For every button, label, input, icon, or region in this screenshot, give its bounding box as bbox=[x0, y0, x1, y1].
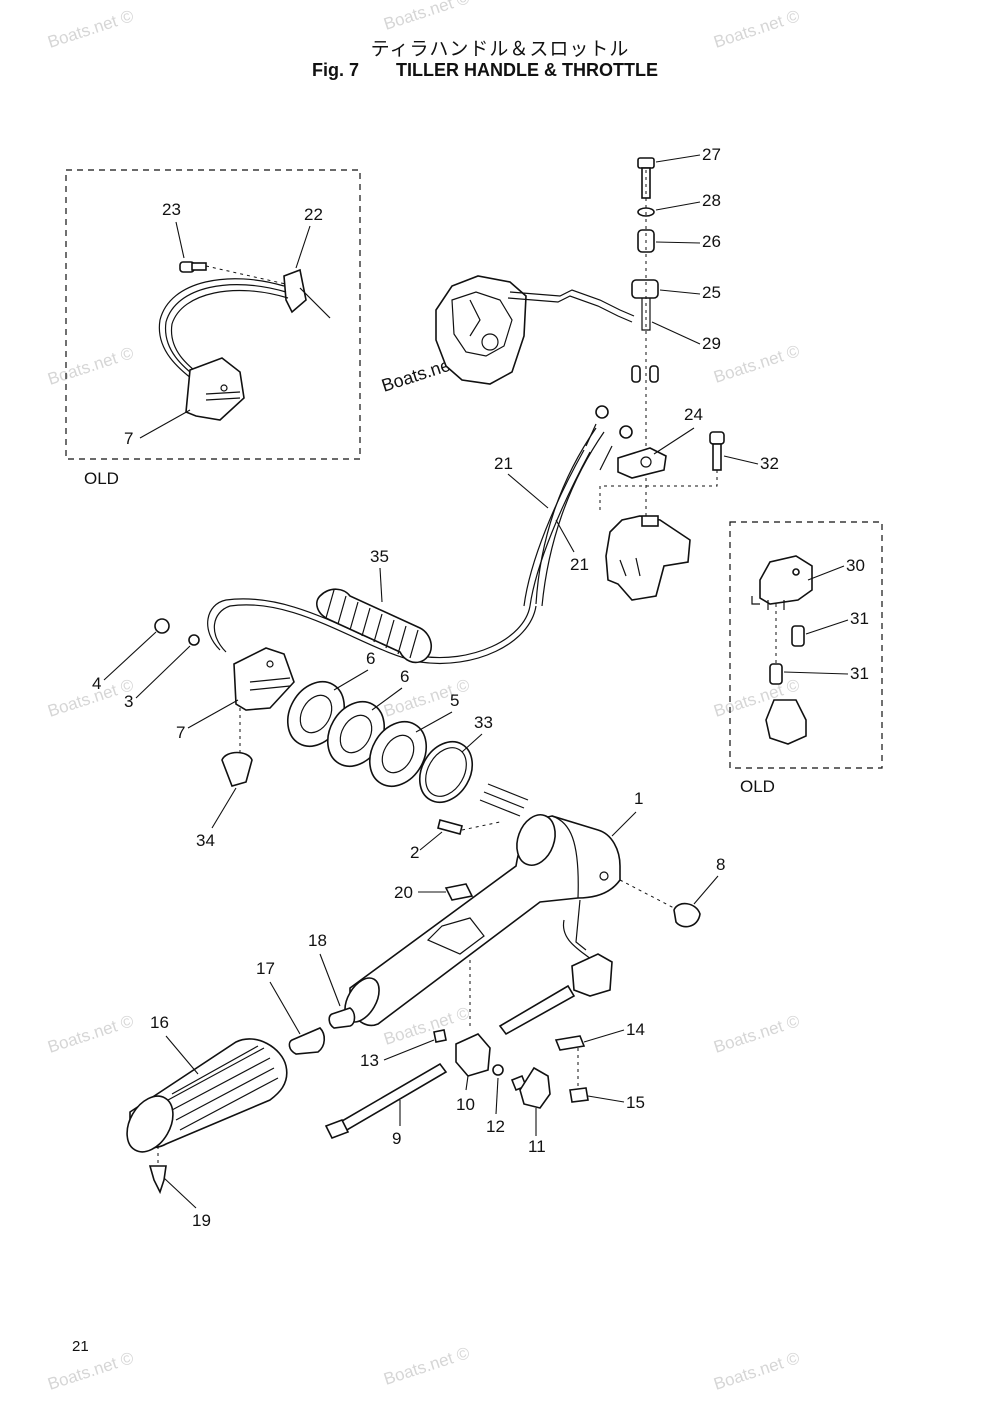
title-japanese: ティラハンドル＆スロットル bbox=[370, 38, 630, 60]
watermark: Boats.net © bbox=[711, 341, 802, 387]
watermark: Boats.net © bbox=[711, 1011, 802, 1057]
callout-35: 35 bbox=[370, 547, 389, 566]
callout-30: 30 bbox=[846, 556, 865, 575]
callout-16: 16 bbox=[150, 1013, 169, 1032]
callout-21: 21 bbox=[494, 454, 513, 473]
callout-12: 12 bbox=[486, 1117, 505, 1136]
carburetor bbox=[435, 275, 635, 385]
figure-number: Fig. 7 bbox=[312, 60, 360, 80]
watermark: Boats.net © bbox=[45, 1348, 136, 1394]
callout-24: 24 bbox=[684, 405, 703, 424]
watermark: Boats.net © bbox=[45, 343, 136, 389]
callout-31: 31 bbox=[850, 664, 869, 683]
grip-assembly: 16 17 18 19 bbox=[126, 931, 356, 1230]
watermark: Boats.net © bbox=[45, 1011, 136, 1057]
watermark: Boats.net © bbox=[381, 1343, 472, 1389]
plate-assembly: 4 3 7 34 bbox=[92, 618, 295, 850]
callout-19: 19 bbox=[192, 1211, 211, 1230]
watermark: Boats.net © bbox=[711, 6, 802, 52]
callout-23: 23 bbox=[162, 200, 181, 219]
callout-14: 14 bbox=[626, 1020, 645, 1039]
callout-22: 22 bbox=[304, 205, 323, 224]
callout-26: 26 bbox=[702, 232, 721, 251]
callout-6: 6 bbox=[366, 649, 375, 668]
watermark: Boats.net © bbox=[45, 675, 136, 721]
callout-10: 10 bbox=[456, 1095, 475, 1114]
old-left-inset: OLD 23 22 7 bbox=[65, 169, 361, 488]
callout-4: 4 bbox=[92, 674, 101, 693]
callout-1: 1 bbox=[634, 789, 643, 808]
old-label-right: OLD bbox=[740, 777, 775, 796]
throttle-shaft: 14 15 bbox=[498, 899, 645, 1112]
callout-7: 7 bbox=[176, 723, 185, 742]
callout-17: 17 bbox=[256, 959, 275, 978]
tiller-handle: 1 2 20 bbox=[344, 783, 643, 1030]
friction-assembly: 9 10 11 12 13 bbox=[324, 1029, 551, 1156]
callout-34: 34 bbox=[196, 831, 215, 850]
callout-5: 5 bbox=[450, 691, 459, 710]
callout-25: 25 bbox=[702, 283, 721, 302]
screw-23 bbox=[179, 261, 207, 273]
callout-28: 28 bbox=[702, 191, 721, 210]
callout-6: 6 bbox=[400, 667, 409, 686]
callout-11: 11 bbox=[528, 1137, 546, 1156]
callout-3: 3 bbox=[124, 692, 133, 711]
throttle-linkage: 27 28 26 25 29 24 32 bbox=[585, 145, 779, 601]
callout-29: 29 bbox=[702, 334, 721, 353]
cap-8: 8 bbox=[619, 855, 725, 928]
callout-8: 8 bbox=[716, 855, 725, 874]
spring-35: 35 bbox=[316, 547, 432, 664]
callout-20: 20 bbox=[394, 883, 413, 902]
callout-2: 2 bbox=[410, 843, 419, 862]
callout-31: 31 bbox=[850, 609, 869, 628]
callout-27: 27 bbox=[702, 145, 721, 164]
watermark: Boats.net © bbox=[711, 1348, 802, 1394]
callout-32: 32 bbox=[760, 454, 779, 473]
old-label-left: OLD bbox=[84, 469, 119, 488]
callout-18: 18 bbox=[308, 931, 327, 950]
old-right-inset: OLD 30 31 31 bbox=[729, 521, 883, 796]
callout-15: 15 bbox=[626, 1093, 645, 1112]
seals: 6 6 5 33 bbox=[286, 649, 493, 803]
watermark: Boats.net © bbox=[45, 6, 136, 52]
page-number: 21 bbox=[72, 1338, 89, 1355]
watermark: Boats.net © bbox=[381, 0, 472, 34]
callout-13: 13 bbox=[360, 1051, 379, 1070]
callout-21: 21 bbox=[570, 555, 589, 574]
callout-9: 9 bbox=[392, 1129, 401, 1148]
callout-7: 7 bbox=[124, 429, 133, 448]
callout-33: 33 bbox=[474, 713, 493, 732]
figure-title: TILLER HANDLE & THROTTLE bbox=[396, 60, 658, 80]
